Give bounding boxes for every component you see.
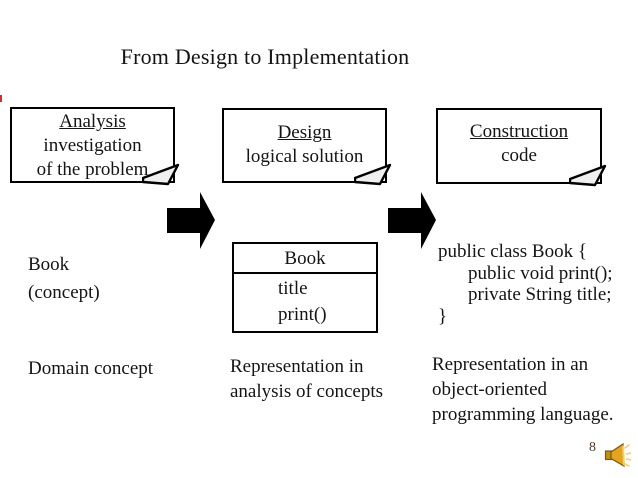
flow-arrow-right-icon	[167, 192, 215, 249]
folded-corner-icon	[354, 163, 392, 186]
uml-member-title: title	[278, 278, 308, 299]
audio-speaker-icon[interactable]	[603, 441, 631, 469]
design-box-title: Design	[277, 122, 332, 143]
uml-member-print: print()	[278, 304, 327, 325]
uml-class-box: Book title print()	[232, 242, 378, 333]
construction-box-title: Construction	[469, 121, 569, 142]
domain-concept-label: Book (concept)	[28, 251, 100, 307]
caption-line: Domain concept	[28, 358, 154, 379]
caption-line: analysis of concepts	[230, 381, 384, 402]
code-snippet: public class Book { public void print();…	[438, 241, 638, 327]
caption-line: Representation in an	[432, 354, 589, 375]
process-box-design: Design logical solution	[222, 108, 392, 186]
analysis-box-line: of the problem	[36, 159, 149, 180]
code-line: private String title;	[468, 284, 612, 305]
caption-analysis-representation: Representation in analysis of concepts	[230, 354, 383, 404]
code-line: }	[438, 305, 448, 327]
concept-line: (concept)	[28, 282, 100, 303]
folded-corner-icon	[569, 164, 607, 187]
design-box-line: logical solution	[245, 146, 364, 167]
code-line: public void print();	[468, 262, 613, 284]
caption-domain-concept: Domain concept	[28, 356, 153, 381]
uml-class-name: Book	[234, 244, 376, 274]
flow-arrow-right-icon	[388, 192, 436, 249]
caption-line: Representation in	[230, 356, 364, 377]
caption-oo-representation: Representation in an object-oriented pro…	[432, 352, 614, 427]
analysis-box-title: Analysis	[59, 111, 126, 132]
caption-line: object-oriented	[432, 379, 548, 400]
construction-box-line: code	[501, 145, 537, 166]
analysis-box-line: investigation	[43, 135, 142, 156]
page-title: From Design to Implementation	[120, 44, 410, 69]
folded-corner-icon	[142, 163, 180, 186]
process-box-analysis: Analysis investigation of the problem	[10, 107, 180, 186]
red-edge-artifact	[0, 95, 2, 102]
caption-line: programming language.	[432, 404, 614, 425]
code-line: public class Book {	[438, 241, 587, 262]
concept-line: Book	[28, 254, 70, 275]
process-box-construction: Construction code	[436, 108, 607, 187]
page-number: 8	[589, 440, 596, 455]
